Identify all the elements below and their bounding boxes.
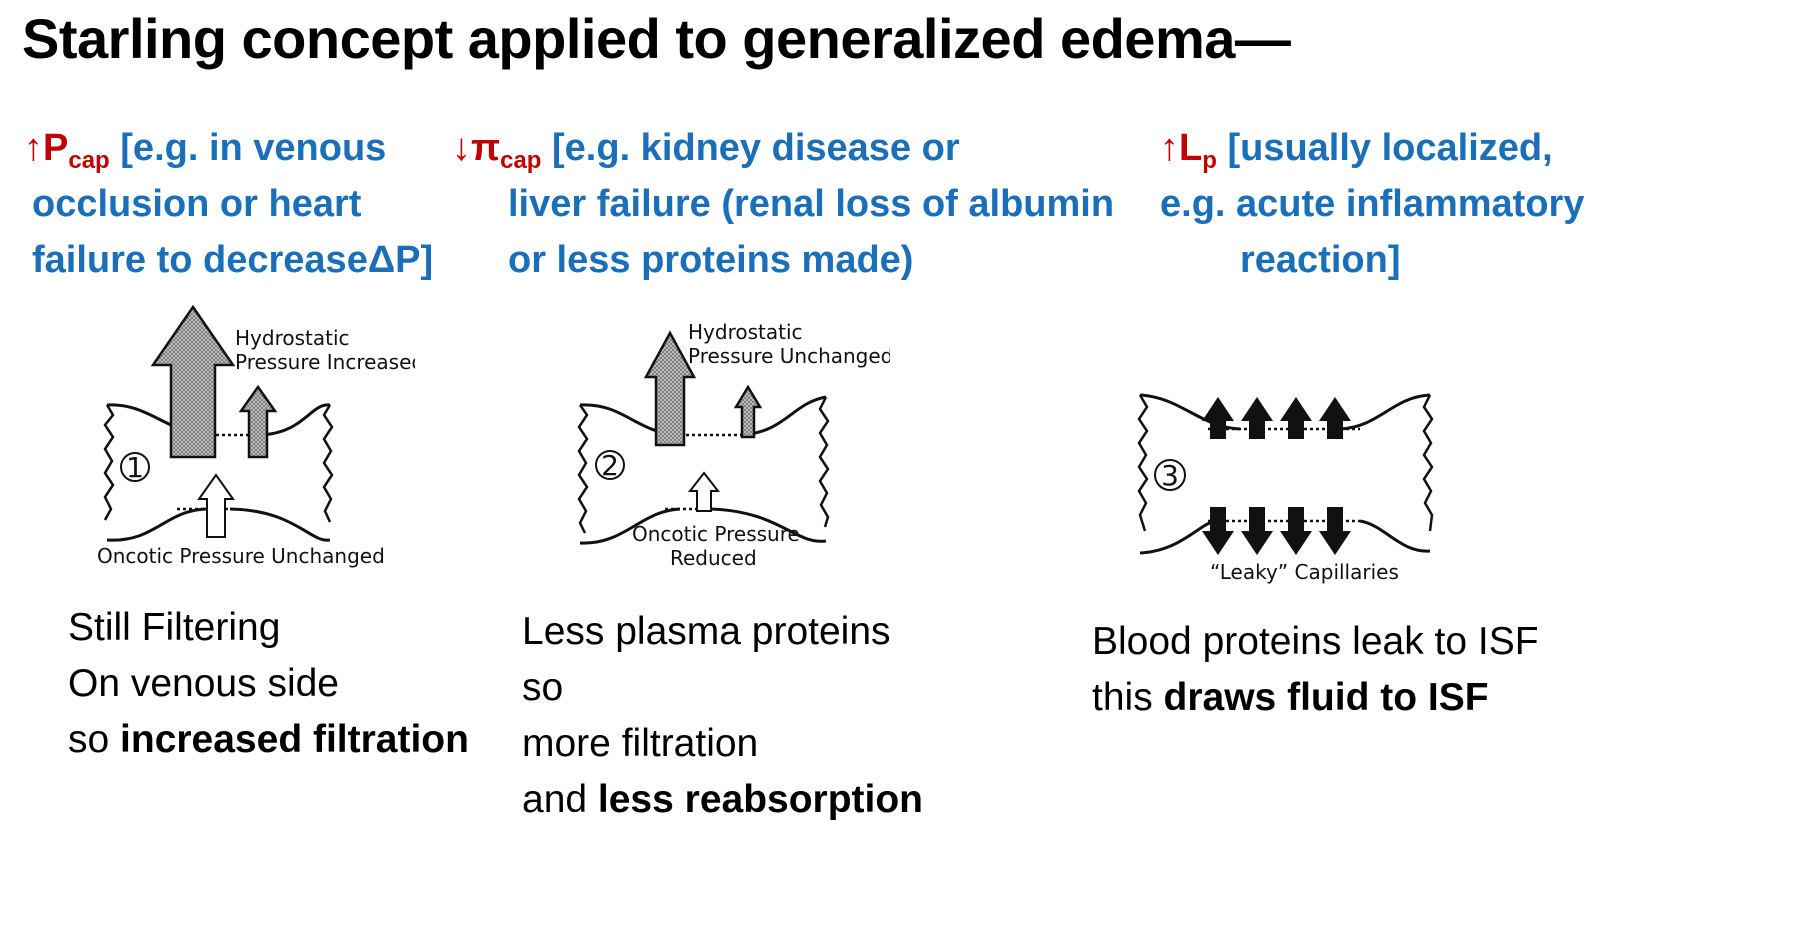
increase-arrow-icon: ↑	[1160, 127, 1179, 169]
desc-line-1: Still Filtering	[68, 606, 281, 649]
condition-line-1: [usually localized,	[1216, 127, 1553, 169]
desc-line-3: so	[68, 718, 121, 761]
condition-variable: L	[1179, 127, 1203, 169]
description-1: Still Filtering On venous side so increa…	[68, 600, 469, 768]
hydrostatic-arrow-large	[150, 305, 236, 459]
condition-variable: π	[471, 127, 501, 169]
desc-line-4: and	[522, 778, 598, 821]
description-2: Less plasma proteins so more filtration …	[522, 604, 923, 828]
condition-line-1: [e.g. in venous	[109, 127, 387, 169]
slide-title: Starling concept applied to generalized …	[22, 7, 1291, 70]
top-label-2: Pressure Increased	[235, 350, 415, 374]
condition-2: ↓πcap [e.g. kidney disease or liver fail…	[452, 120, 1114, 288]
condition-line-3: or less proteins made)	[508, 239, 914, 281]
condition-line-2: occlusion or heart	[32, 183, 362, 225]
leak-arrows-down	[1202, 507, 1351, 555]
bottom-label-1: Oncotic Pressure	[632, 522, 800, 546]
condition-line-2: e.g. acute inflammatory	[1160, 183, 1585, 225]
hydrostatic-arrow-large	[643, 330, 697, 447]
desc-emphasis: increased filtration	[120, 718, 469, 761]
bottom-label-1: “Leaky” Capillaries	[1210, 560, 1399, 584]
description-3: Blood proteins leak to ISF this draws fl…	[1092, 614, 1539, 726]
top-label-1: Hydrostatic	[688, 320, 803, 344]
desc-line-2: On venous side	[68, 662, 340, 705]
desc-line-2: so	[522, 666, 564, 709]
capillary-diagram-3: 3 “Leaky” Capillaries	[1137, 393, 1434, 584]
desc-line-1: Less plasma proteins	[522, 610, 891, 653]
leak-arrows-up	[1202, 397, 1351, 439]
oncotic-arrow	[687, 471, 721, 512]
condition-line-1: [e.g. kidney disease or	[541, 127, 960, 169]
condition-variable: P	[43, 127, 69, 169]
oncotic-arrow	[197, 473, 235, 538]
condition-1: ↑Pcap [e.g. in venous occlusion or heart…	[24, 120, 433, 288]
diagram-number: 3	[1161, 459, 1179, 492]
condition-line-2: liver failure (renal loss of albumin	[508, 183, 1115, 225]
condition-subscript: cap	[68, 147, 110, 174]
condition-subscript: p	[1202, 147, 1217, 174]
condition-3: ↑Lp [usually localized, e.g. acute infla…	[1160, 120, 1584, 288]
desc-line-3: more filtration	[522, 722, 759, 765]
desc-line-1: Blood proteins leak to ISF	[1092, 620, 1539, 663]
condition-line-3-end: P]	[395, 239, 434, 281]
capillary-diagram-1: 1 Hydrostatic Pressure Increased Oncotic…	[97, 305, 415, 568]
decrease-arrow-icon: ↓	[452, 127, 471, 169]
desc-emphasis: less reabsorption	[597, 778, 924, 821]
capillary-diagram-2: 2 Hydrostatic Pressure Unchanged Oncotic…	[577, 320, 890, 570]
condition-line-3: failure to decrease	[32, 239, 368, 281]
diagram-number: 2	[601, 449, 619, 482]
desc-emphasis: draws fluid to ISF	[1163, 676, 1489, 719]
hydrostatic-arrow-small	[238, 384, 278, 459]
capillary-wall-top	[107, 404, 330, 433]
bottom-label-2: Reduced	[670, 546, 757, 570]
top-label-2: Pressure Unchanged	[688, 344, 890, 368]
top-label-1: Hydrostatic	[235, 326, 350, 350]
condition-line-3: reaction]	[1240, 239, 1401, 281]
bottom-label-1: Oncotic Pressure Unchanged	[97, 544, 385, 568]
diagram-number: 1	[126, 451, 144, 484]
increase-arrow-icon: ↑	[24, 127, 43, 169]
condition-subscript: cap	[500, 147, 542, 174]
desc-line-2: this	[1092, 676, 1164, 719]
hydrostatic-arrow-small	[733, 384, 763, 439]
delta-icon: Δ	[367, 239, 396, 281]
